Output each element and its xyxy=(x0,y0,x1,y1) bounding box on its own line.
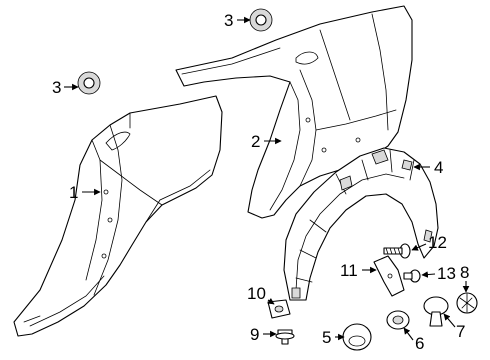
quarter-panel-outer xyxy=(13,95,223,337)
callout-label-13: 13 xyxy=(437,264,456,283)
callout-10: 10 xyxy=(247,284,275,305)
clip-part-6 xyxy=(386,310,410,330)
callout-13: 13 xyxy=(421,264,456,283)
callout-label-5: 5 xyxy=(322,328,331,347)
callout-1: 1 xyxy=(69,183,101,202)
callout-12: 12 xyxy=(411,233,447,252)
callout-4: 4 xyxy=(413,158,443,177)
push-pin-part-7 xyxy=(423,296,449,327)
callout-5: 5 xyxy=(322,328,345,347)
grommet-part-3-upper xyxy=(249,8,273,32)
callout-label-3-lower: 3 xyxy=(52,78,61,97)
callout-label-4: 4 xyxy=(434,158,443,177)
callouts: 1 2 3 3 4 5 6 7 xyxy=(52,11,469,353)
callout-11: 11 xyxy=(340,261,377,280)
callout-label-6: 6 xyxy=(415,334,424,353)
callout-label-11: 11 xyxy=(340,261,358,280)
callout-label-3-upper: 3 xyxy=(224,11,233,30)
bracket-part-10 xyxy=(267,299,291,319)
bolt-part-13 xyxy=(403,269,421,283)
plug-part-5 xyxy=(342,323,372,351)
callout-label-10: 10 xyxy=(247,284,266,303)
callout-9: 9 xyxy=(250,325,277,344)
callout-2: 2 xyxy=(251,132,282,151)
callout-label-8: 8 xyxy=(460,263,469,282)
callout-8: 8 xyxy=(460,263,469,293)
grommet-part-3-lower xyxy=(77,71,101,95)
cap-part-8 xyxy=(456,292,478,314)
callout-3-lower: 3 xyxy=(52,78,79,97)
wheelhouse-liner xyxy=(283,147,439,301)
stud-part-9 xyxy=(275,329,295,345)
callout-3-upper: 3 xyxy=(224,11,251,30)
callout-label-1: 1 xyxy=(69,183,78,202)
callout-label-12: 12 xyxy=(428,233,447,252)
callout-label-7: 7 xyxy=(456,322,465,341)
screw-part-12 xyxy=(383,243,411,259)
callout-7: 7 xyxy=(443,313,465,341)
callout-label-9: 9 xyxy=(250,325,259,344)
callout-label-2: 2 xyxy=(251,132,260,151)
bracket-part-11 xyxy=(373,255,405,297)
callout-6: 6 xyxy=(403,327,424,353)
